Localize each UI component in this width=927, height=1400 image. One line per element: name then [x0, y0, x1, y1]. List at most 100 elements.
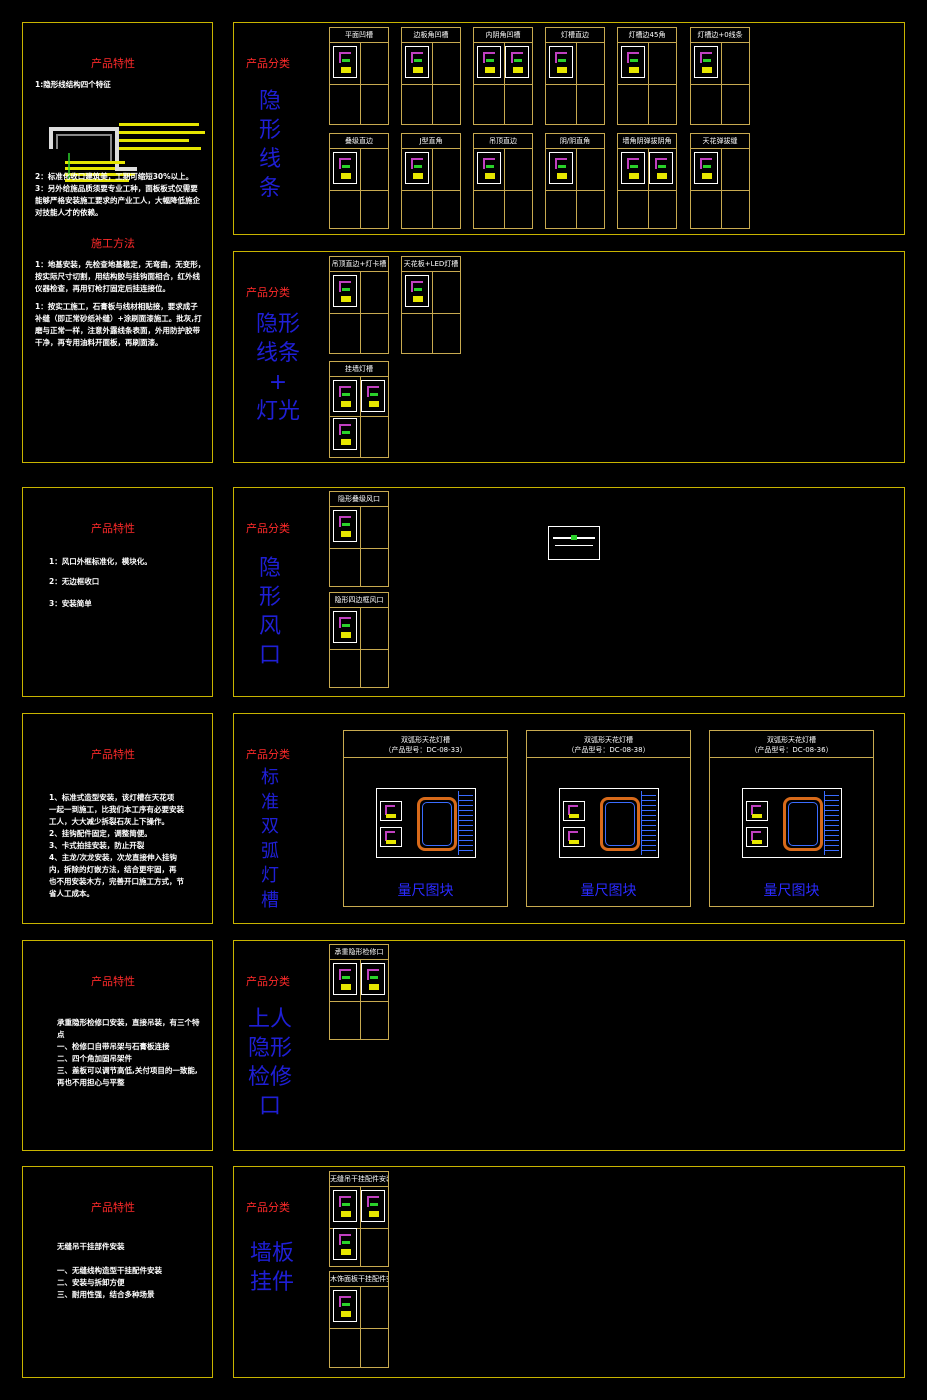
- detail-thumbnail: [333, 1190, 357, 1222]
- product-block[interactable]: 灯槽边45角: [617, 27, 677, 125]
- lamp-slot-card-title: 双弧形天花灯槽 （产品型号：DC-08-36）: [750, 736, 833, 754]
- feature-item-1: 1：风口外框标准化，模块化。: [49, 557, 152, 566]
- method-text-2: 1：按实工施工，石膏板与线材相贴接，要求成子 补缝（即正常砂纸补缝）+涂刷面漆施…: [35, 302, 202, 347]
- category-name: 隐 形 线 条: [258, 89, 281, 201]
- category-label: 产品分类: [246, 1201, 290, 1214]
- section-4-right-panel: 产品分类 上人 隐形 检修 口: [233, 940, 905, 1151]
- section-5-left-panel: 产品特性 无缝吊干挂部件安装 一、无缝线构造型干挂配件安装 二、安装与拆卸方便 …: [22, 1166, 213, 1378]
- product-block[interactable]: 内阴角凹槽: [473, 27, 533, 125]
- product-block-title: 挂墙灯槽: [330, 362, 388, 377]
- product-block-title: J型直角: [402, 134, 460, 149]
- category-label: 产品分类: [246, 975, 290, 988]
- product-block-title: 灯槽直边: [546, 28, 604, 43]
- feature-text-1: 1:隐形线结构四个特征: [35, 80, 111, 89]
- dimension-bar: [119, 123, 199, 126]
- profile-shape: [49, 127, 137, 171]
- product-block[interactable]: 灯槽边+0线条: [690, 27, 750, 125]
- lamp-slot-card-title: 双弧形天花灯槽 （产品型号：DC-08-38）: [567, 736, 650, 754]
- section-1b-right-panel: 产品分类 隐形 线条 + 灯光: [233, 251, 905, 463]
- detail-thumbnail: [405, 46, 429, 78]
- method-title: 施工方法: [91, 237, 135, 250]
- product-block[interactable]: 墙角阴弹拔阴角: [617, 133, 677, 229]
- detail-thumbnail: [333, 275, 357, 307]
- detail-thumbnail: [405, 152, 429, 184]
- product-block-title: 边板角凹槽: [402, 28, 460, 43]
- category-name: 墙板 挂件: [249, 1241, 294, 1295]
- scale-block-label: 量尺图块: [397, 883, 454, 899]
- category-name: 标 准 双 弧 灯 槽: [261, 767, 279, 911]
- product-block-title: 灯槽边+0线条: [691, 28, 749, 43]
- section-2-right-panel: 产品分类 隐 形 风 口: [233, 487, 905, 697]
- product-block[interactable]: 天花弹拔缝: [690, 133, 750, 229]
- product-block-title: 阴/阴直角: [546, 134, 604, 149]
- category-label: 产品分类: [246, 522, 290, 535]
- product-block-title: 天花板+LED灯槽: [402, 257, 460, 272]
- detail-thumbnail: [405, 275, 429, 307]
- category-name: 上人 隐形 检修 口: [247, 1007, 292, 1119]
- product-block[interactable]: 吊顶直边: [473, 133, 533, 229]
- detail-thumbnail: [333, 963, 357, 995]
- product-block[interactable]: 平面凹槽: [329, 27, 389, 125]
- detail-thumbnail: [361, 963, 385, 995]
- product-block-title: 承重隐形检修口: [330, 945, 388, 960]
- feature-text-2: 2：标准化收口建筑美，工期可缩短30%以上。 3：另外给施品质须要专业工种，面板…: [35, 172, 200, 217]
- product-block-title: 吊顶直边+灯卡槽: [330, 257, 388, 272]
- lamp-slot-card[interactable]: 双弧形天花灯槽 （产品型号：DC-08-38）量尺图块: [526, 730, 691, 907]
- product-block-title: 平面凹槽: [330, 28, 388, 43]
- product-block[interactable]: 天花板+LED灯槽: [401, 256, 461, 354]
- product-block[interactable]: 吊顶直边+灯卡槽: [329, 256, 389, 354]
- section-1-left-panel: 产品特性 1:隐形线结构四个特征 2：标准化收口建筑美，工期可缩短30%以上。 …: [22, 22, 213, 463]
- product-block-title: 天花弹拔缝: [691, 134, 749, 149]
- product-block-title: 隐形叠级风口: [330, 492, 388, 507]
- feature-item-2: 2：无边框收口: [49, 577, 100, 586]
- detail-thumbnail: [333, 611, 357, 643]
- section-2-left-panel: 产品特性 1：风口外框标准化，模块化。 2：无边框收口 3：安装简单: [22, 487, 213, 697]
- lamp-slot-card[interactable]: 双弧形天花灯槽 （产品型号：DC-08-36） 量尺图块: [709, 730, 874, 907]
- detail-thumbnail: [361, 380, 385, 412]
- category-name: 隐形 线条 + 灯光: [255, 312, 300, 424]
- lamp-slot-card-title: 双弧形天花灯槽 （产品型号：DC-08-33）: [384, 736, 467, 754]
- product-block[interactable]: 承重隐形检修口: [329, 944, 389, 1040]
- product-block-title: 木饰面板干挂配件安装: [330, 1272, 388, 1287]
- product-block-title: 隐形四边框风口: [330, 593, 388, 608]
- feature-text: 承重隐形检修口安装，直接吊装，有三个特 点 一、检修口自带吊架与石膏板连接 二、…: [57, 1018, 200, 1087]
- feature-text: 1、标准式造型安装，该灯槽在天花项 一起一到施工，比我们本工序有必要安装 工人，…: [49, 793, 184, 898]
- product-block[interactable]: 隐形四边框风口: [329, 592, 389, 688]
- product-block[interactable]: 挂墙灯槽: [329, 361, 389, 458]
- feature-text: 无缝吊干挂部件安装 一、无缝线构造型干挂配件安装 二、安装与拆卸方便 三、耐用性…: [57, 1242, 162, 1299]
- lamp-slot-drawing: [559, 788, 659, 858]
- detail-thumbnail: [333, 418, 357, 450]
- product-block[interactable]: 隐形叠级风口: [329, 491, 389, 587]
- product-block[interactable]: 无缝吊干挂配件安装图: [329, 1171, 389, 1267]
- product-block-title: 无缝吊干挂配件安装图: [330, 1172, 388, 1187]
- section-3-left-panel: 产品特性 1、标准式造型安装，该灯槽在天花项 一起一到施工，比我们本工序有必要安…: [22, 713, 213, 924]
- detail-thumbnail: [361, 1190, 385, 1222]
- section-1-right-panel: 产品分类 隐 形 线 条: [233, 22, 905, 235]
- detail-thumbnail: [621, 152, 645, 184]
- feature-title: 产品特性: [91, 975, 135, 988]
- lamp-slot-card[interactable]: 双弧形天花灯槽 （产品型号：DC-08-33） 量尺图块: [343, 730, 508, 907]
- product-block[interactable]: 叠级直边: [329, 133, 389, 229]
- product-block[interactable]: 木饰面板干挂配件安装: [329, 1271, 389, 1368]
- product-block[interactable]: 边板角凹槽: [401, 27, 461, 125]
- detail-thumbnail: [333, 1228, 357, 1260]
- feature-title: 产品特性: [91, 1201, 135, 1214]
- section-5-right-panel: 产品分类 墙板 挂件: [233, 1166, 905, 1378]
- category-label: 产品分类: [246, 286, 290, 299]
- product-block[interactable]: 阴/阴直角: [545, 133, 605, 229]
- section-3-right-panel: 产品分类 标 准 双 弧 灯 槽: [233, 713, 905, 924]
- detail-thumbnail: [333, 152, 357, 184]
- detail-thumbnail: [549, 46, 573, 78]
- category-name: 隐 形 风 口: [258, 556, 281, 668]
- feature-item-3: 3：安装简单: [49, 599, 92, 608]
- detail-thumbnail: [333, 46, 357, 78]
- method-text-1: 1：地基安装，先检查地基稳定，无弯曲，无变形， 按实际尺寸切割，用结构胶与挂钩面…: [35, 260, 206, 293]
- detail-thumbnail: [694, 46, 718, 78]
- product-block-title: 叠级直边: [330, 134, 388, 149]
- profile-section-diagram: [49, 123, 205, 182]
- feature-title: 产品特性: [91, 748, 135, 761]
- product-block[interactable]: 灯槽直边: [545, 27, 605, 125]
- scale-block-label: 量尺图块: [763, 883, 820, 899]
- product-block[interactable]: J型直角: [401, 133, 461, 229]
- lamp-slot-drawing: [376, 788, 476, 858]
